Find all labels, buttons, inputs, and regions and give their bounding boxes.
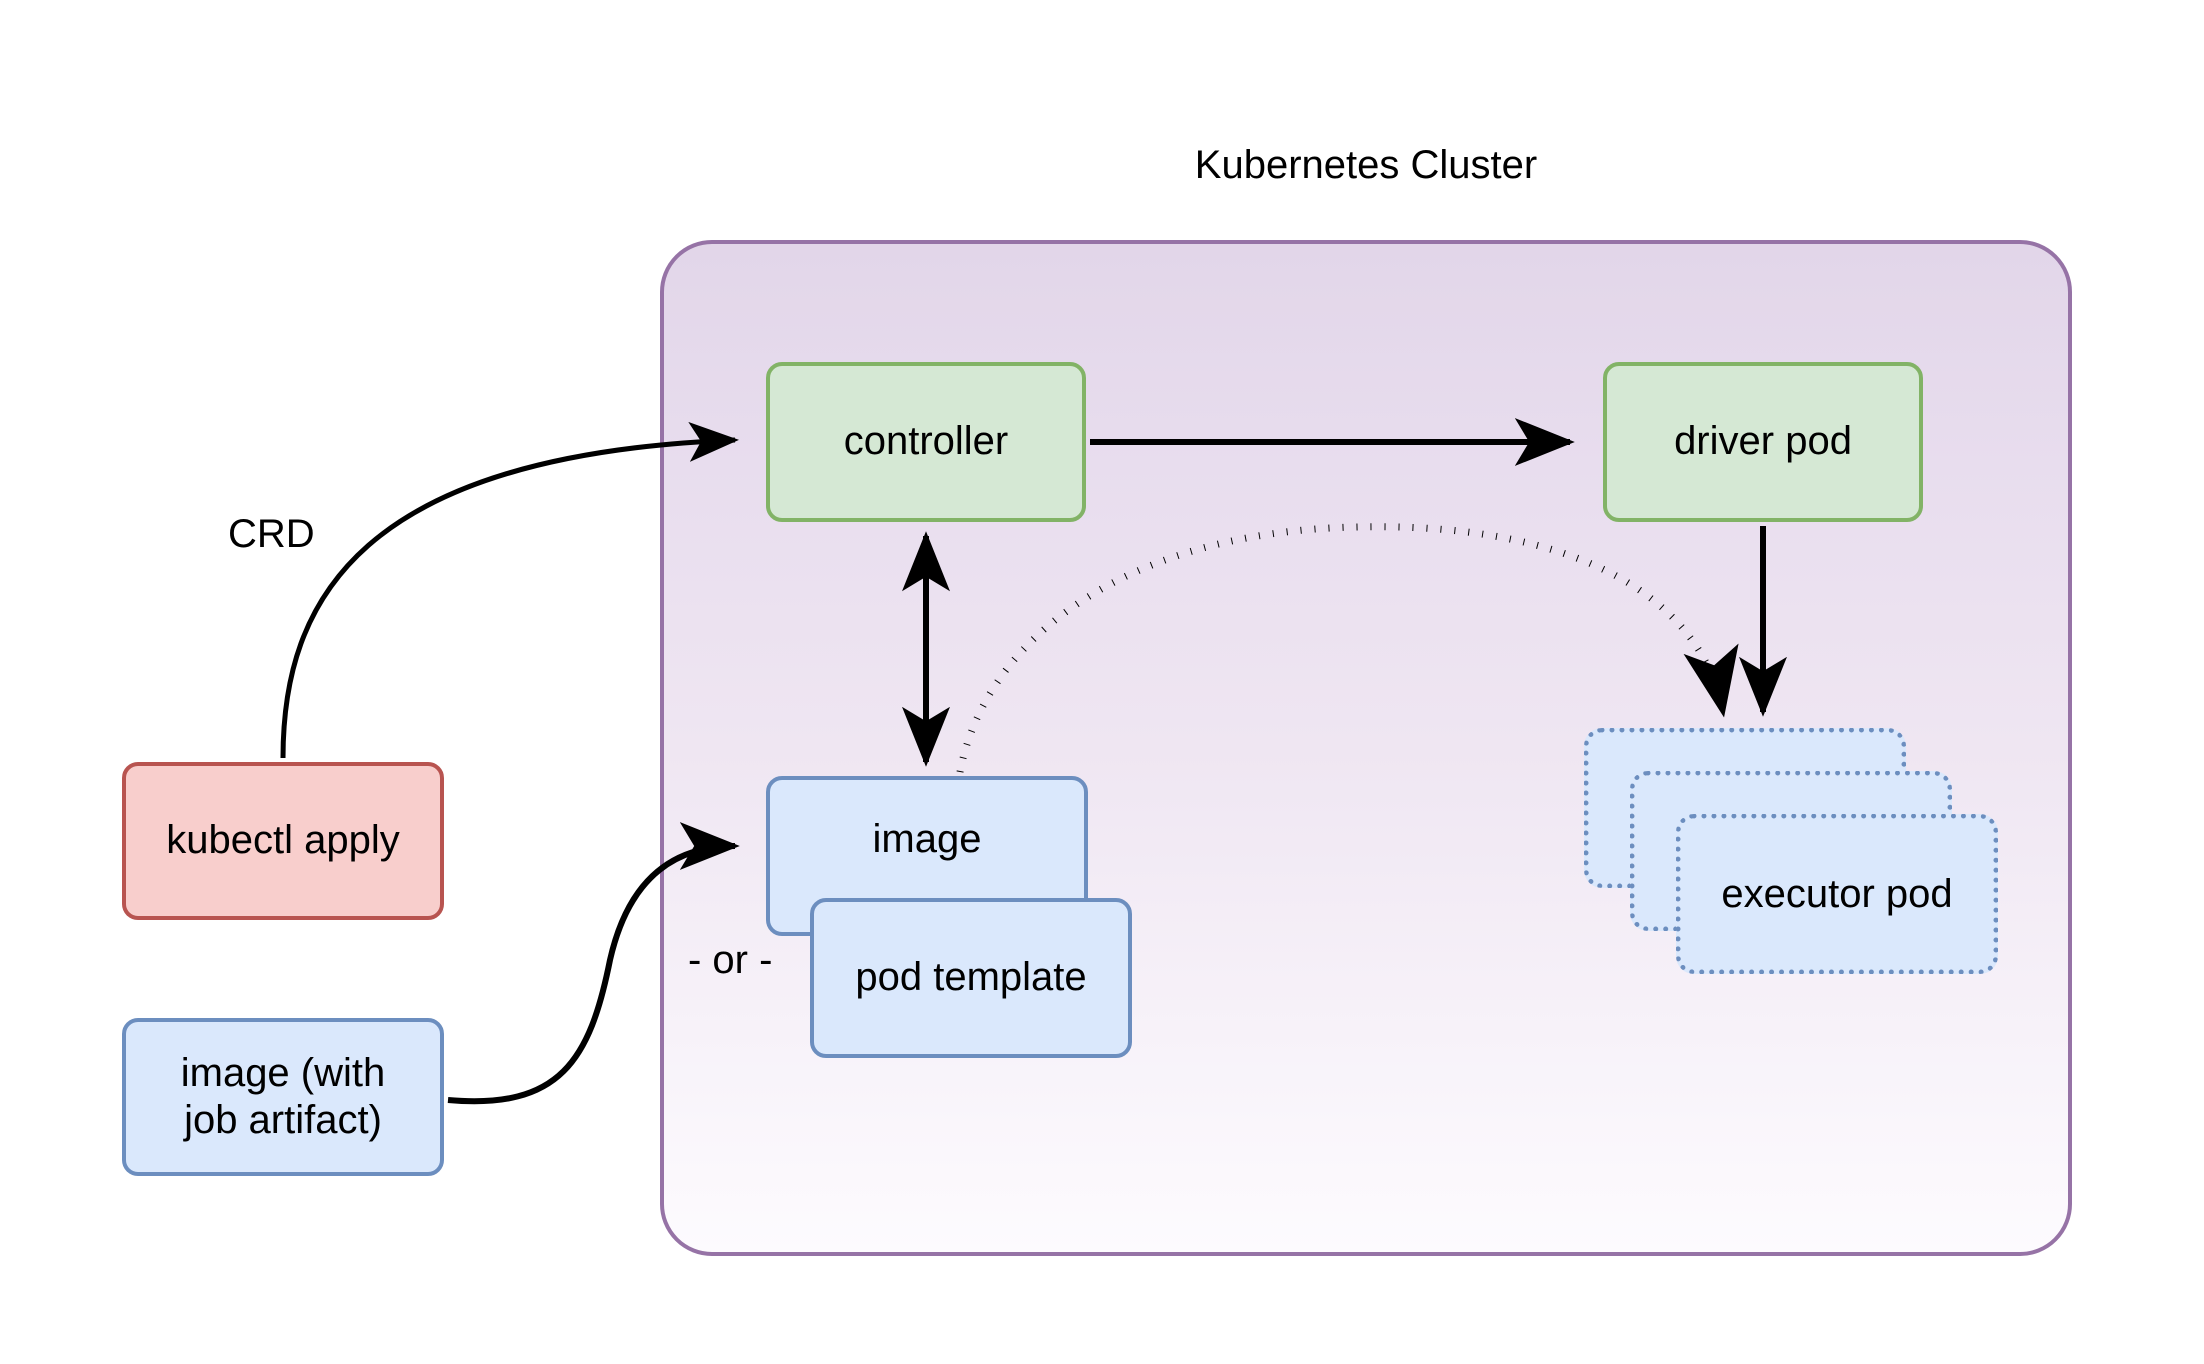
node-driver-pod-label: driver pod xyxy=(1674,419,1852,464)
node-executor-pod-3[interactable]: executor pod xyxy=(1676,814,1998,974)
node-executor-pod-3-label: executor pod xyxy=(1721,871,1953,916)
edge-label-or: - or - xyxy=(688,938,773,982)
edge-label-crd: CRD xyxy=(228,512,315,556)
node-kubectl-apply-label: kubectl apply xyxy=(166,818,400,863)
node-pod-template[interactable]: pod template xyxy=(810,898,1132,1058)
cluster-title: Kubernetes Cluster xyxy=(1194,143,1538,187)
node-image-with-job-artifact-label: image (with job artifact) xyxy=(180,1050,386,1142)
node-kubectl-apply[interactable]: kubectl apply xyxy=(122,762,444,920)
node-image-label: image xyxy=(872,817,982,861)
node-pod-template-label: pod template xyxy=(855,955,1087,1000)
node-image-with-job-artifact[interactable]: image (with job artifact) xyxy=(122,1018,444,1176)
node-driver-pod[interactable]: driver pod xyxy=(1603,362,1923,522)
node-controller[interactable]: controller xyxy=(766,362,1086,522)
node-controller-label: controller xyxy=(843,419,1009,464)
